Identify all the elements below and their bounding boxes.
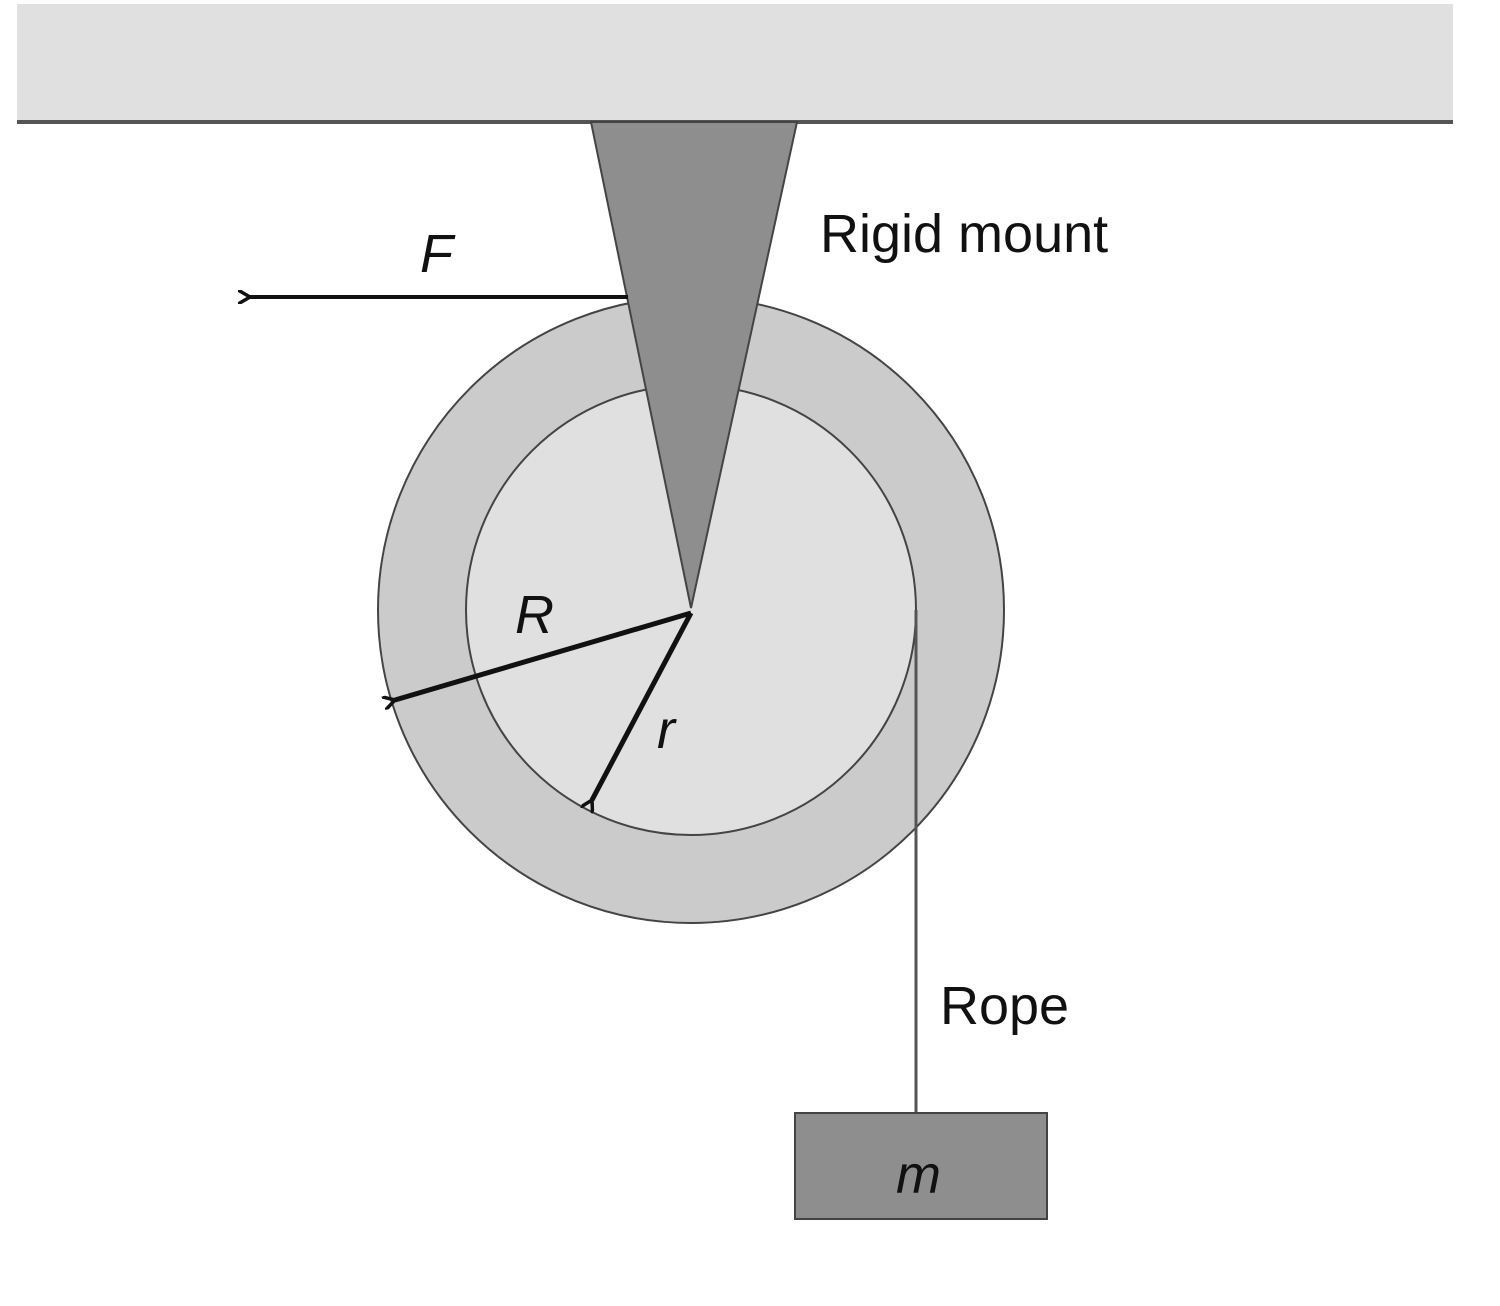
rope-label: Rope (940, 976, 1069, 1036)
outer-radius-label: R (515, 585, 554, 645)
force-label: F (420, 224, 456, 284)
mass-label: m (896, 1145, 941, 1205)
ceiling (17, 4, 1453, 122)
mass-block (794, 1112, 1048, 1220)
rigid-mount-label: Rigid mount (820, 204, 1108, 264)
inner-radius-label: r (657, 700, 677, 760)
inner-radius-arrow (592, 611, 694, 800)
rigid-mount (589, 121, 799, 609)
outer-radius-arrow (395, 610, 692, 700)
